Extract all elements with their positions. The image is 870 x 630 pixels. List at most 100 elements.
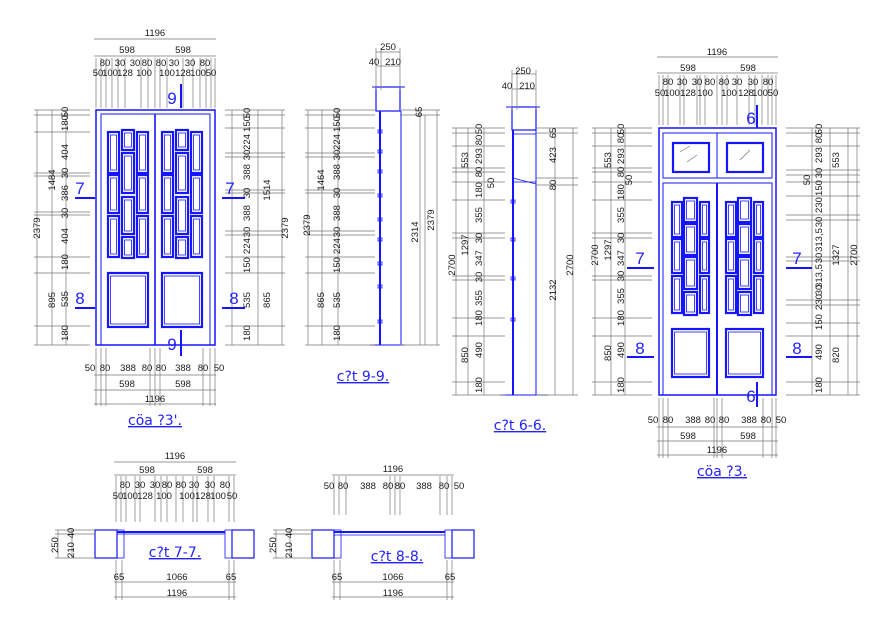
door-panel — [736, 222, 753, 257]
dimension-label: 2379 — [426, 209, 437, 230]
dimension-label: 80 — [439, 481, 450, 492]
door-panel-inner — [193, 177, 200, 211]
transom-glass — [671, 141, 711, 174]
door-panel — [160, 271, 204, 329]
dimension-label: 50 — [655, 88, 666, 99]
dimension-label: 1196 — [165, 451, 185, 462]
dimension-label: 30 — [692, 77, 703, 88]
door-panel — [724, 327, 765, 379]
door-panel — [174, 195, 190, 236]
dimension-label: 30 — [135, 480, 146, 491]
door-panel-inner — [686, 259, 695, 287]
drawing-title: cöa ?3'. — [128, 413, 182, 429]
dimension-label: 80 — [156, 58, 167, 69]
dimension-label: 598 — [119, 379, 135, 390]
door-panel — [724, 237, 738, 275]
dimension-label: 355 — [616, 288, 627, 304]
dimension-label: 65 — [548, 128, 559, 139]
panel-profile — [510, 237, 516, 242]
dimension-label: 230 — [814, 294, 825, 310]
door-panel — [698, 274, 711, 315]
door-panel-inner — [702, 278, 707, 311]
dimension-label: 30 — [60, 208, 71, 219]
door-panel — [120, 195, 136, 236]
dimension-label: 598 — [197, 465, 213, 476]
dimension-label: 490 — [814, 344, 825, 360]
dimension-label: 2700 — [590, 244, 601, 265]
section-marker: 6 — [746, 387, 755, 406]
dimension-label: 30 — [242, 188, 253, 199]
dimension-label: 1196 — [707, 445, 727, 456]
dimension-label: 250 — [380, 42, 396, 53]
dimension-label: 388 — [332, 205, 343, 221]
dimension-label: 553 — [460, 152, 471, 168]
dimension-label: 40 — [284, 528, 295, 539]
dimension-label: 80 — [814, 133, 825, 144]
door-panel — [736, 196, 753, 224]
dimension-label: 1464 — [316, 169, 327, 190]
dimension-label: 128 — [175, 68, 191, 79]
dimension-label: 1196 — [383, 464, 403, 475]
door-panel — [670, 274, 684, 315]
dimension-label: 128 — [117, 68, 133, 79]
dimension-label: 598 — [680, 431, 696, 442]
dimension-label: 80 — [120, 480, 131, 491]
dimension-label: 80 — [616, 133, 627, 144]
dimension-label: 80 — [100, 363, 111, 374]
door-panel — [106, 214, 121, 259]
dimension-label: 80 — [474, 167, 485, 178]
dimension-label: 598 — [139, 465, 155, 476]
door-panel — [752, 200, 765, 239]
dimension-label: 210 — [519, 81, 535, 92]
dimension-label: 1327 — [831, 244, 842, 265]
dimension-label: 1196 — [145, 28, 165, 39]
dimension-label: 50 — [332, 108, 343, 119]
transom-section — [512, 133, 537, 183]
dimension-label: 80 — [705, 77, 716, 88]
dimension-label: 1066 — [382, 572, 403, 583]
frame-profile — [333, 529, 342, 559]
dimension-label: 30 — [677, 77, 688, 88]
dimension-label: 180 — [616, 310, 627, 326]
door-panel — [670, 237, 684, 275]
door-panel-inner — [178, 155, 186, 191]
dimension-label: 50 — [242, 108, 253, 119]
door-panel-inner — [728, 204, 734, 235]
dimension-label: 2379 — [32, 217, 43, 238]
dimension-label: 100 — [190, 68, 206, 79]
dimension-label: 128 — [738, 88, 754, 99]
dimension-label: 80 — [719, 77, 730, 88]
dimension-label: 553 — [831, 152, 842, 168]
dimension-label: 230 — [814, 197, 825, 213]
dimension-label: 128 — [137, 491, 153, 502]
dimension-label: 1196 — [383, 588, 403, 599]
door-panel-inner — [110, 177, 117, 211]
dimension-label: 388 — [242, 164, 253, 180]
door-panel-inner — [756, 278, 761, 311]
dimension-label: 80 — [719, 415, 730, 426]
dimension-label: 2314 — [410, 221, 421, 242]
dimension-label: 100 — [136, 68, 152, 79]
door-panel — [189, 214, 204, 259]
door-panel — [752, 237, 765, 275]
door-panel-inner — [674, 331, 707, 375]
frame-profile — [116, 529, 125, 559]
door-panel-inner — [674, 204, 680, 235]
dimension-label: 50 — [85, 363, 96, 374]
dimension-label: 150 — [332, 116, 343, 132]
dimension-label: 30 — [242, 150, 253, 161]
dimension-label: 180 — [474, 182, 485, 198]
dimension-label: 150 — [242, 116, 253, 132]
dimension-label: 50 — [60, 107, 71, 118]
dimension-label: 80 — [156, 363, 167, 374]
door-panel-inner — [740, 259, 749, 287]
drawing-title: c?t 6-6. — [494, 418, 546, 434]
dimension-label: 80 — [338, 481, 349, 492]
door-panel-inner — [124, 132, 132, 148]
dimension-label: 50 — [648, 415, 659, 426]
dimension-label: 50 — [616, 124, 627, 135]
dimension-label: 80 — [383, 481, 394, 492]
dimension-label: 180 — [60, 115, 71, 131]
drawing-title: c?t 8-8. — [371, 549, 423, 565]
dimension-label: 100 — [156, 491, 172, 502]
